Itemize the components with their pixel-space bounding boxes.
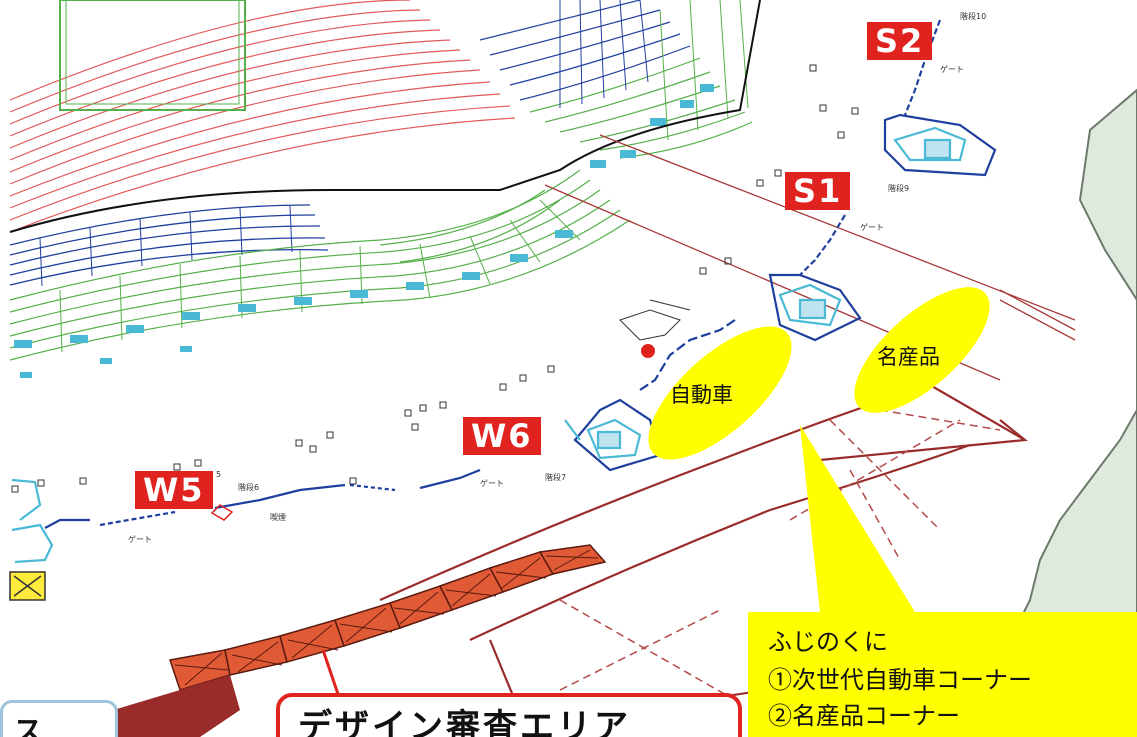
design-area-box: デザイン審査エリア xyxy=(276,693,742,737)
main-stand-green xyxy=(9,169,631,361)
gate-structures xyxy=(11,19,997,564)
gate-small-w5: ゲート xyxy=(128,535,152,544)
stand-boundary xyxy=(9,0,761,233)
oval-jidosha xyxy=(648,326,792,460)
ramp xyxy=(0,675,240,737)
callout-line-2: ①次世代自動車コーナー xyxy=(768,666,1032,694)
field-outline xyxy=(59,0,246,111)
w5-tail-label: 5 xyxy=(216,470,222,479)
gate-small-s1: ゲート xyxy=(860,223,884,232)
design-seat-blocks xyxy=(169,544,607,691)
running-track xyxy=(9,0,516,233)
corner-label-box: ス xyxy=(0,700,118,737)
stairs-label-w6: 階段7 xyxy=(545,473,567,482)
outer-green-area xyxy=(938,88,1137,737)
main-stand-blue xyxy=(9,204,329,286)
pillars xyxy=(11,64,859,493)
stairs-label-s2: 階段10 xyxy=(960,12,987,21)
gate-label-s2: S2 xyxy=(867,22,933,60)
gate-label-s1: S1 xyxy=(785,172,851,210)
design-area-label: デザイン審査エリア xyxy=(298,707,631,737)
stairs-label-w5: 階段6 xyxy=(238,483,260,492)
marker-red xyxy=(641,344,655,358)
gate-small-w6: ゲート xyxy=(480,479,504,488)
gate-label-w6: W6 xyxy=(463,417,541,455)
smoking-label: 喫煙 xyxy=(270,513,286,522)
gate-small-s2: ゲート xyxy=(940,65,964,74)
oval-meisanhin xyxy=(854,287,990,413)
upper-stand xyxy=(479,0,753,159)
info-callout: ふじのくに ①次世代自動車コーナー ②名産品コーナー xyxy=(748,612,1137,737)
callout-pointer xyxy=(800,425,915,612)
callout-line-1: ふじのくに xyxy=(768,628,888,656)
stairs-label-s1: 階段9 xyxy=(888,184,910,193)
oval-label-meisanhin: 名産品 xyxy=(877,345,940,369)
gate-label-w5: W5 xyxy=(135,471,213,509)
corner-label: ス xyxy=(13,715,43,737)
callout-line-3: ②名産品コーナー xyxy=(768,702,960,730)
stand-aisles xyxy=(14,230,573,378)
oval-label-jidosha: 自動車 xyxy=(670,383,733,407)
